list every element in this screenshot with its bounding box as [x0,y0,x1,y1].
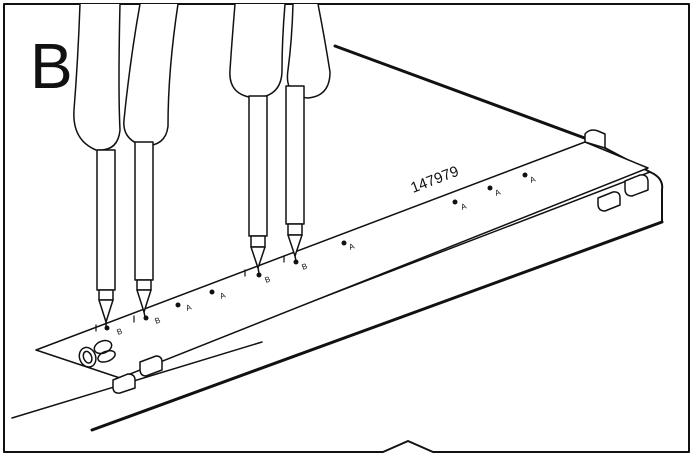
hole-marker-7: A [341,240,356,252]
svg-text:A: A [493,187,502,198]
pencil-marker-3 [229,3,286,274]
svg-text:A: A [184,302,193,313]
svg-text:A: A [528,174,537,185]
svg-text:A: A [347,241,356,252]
panel-frame [3,3,690,453]
svg-text:B: B [300,262,308,272]
hole-marker-8: A [452,199,468,212]
pencil-marker-2 [123,3,179,318]
pencil-marker-4 [285,3,331,262]
svg-text:B: B [153,316,161,326]
hole-marker-10: A [522,172,537,185]
svg-text:B: B [115,327,123,337]
back-edge-line [333,44,592,142]
alignment-mark [95,255,285,332]
svg-text:B: B [263,275,271,285]
template-size-label [78,339,116,368]
drilling-template [35,129,649,394]
hole-marker-5: B [256,272,272,285]
hole-marker-3: A [175,302,193,313]
hole-marker-9: A [487,185,502,198]
hole-marker-6: B [293,259,309,272]
step-letter: B [30,30,73,102]
svg-text:A: A [459,201,468,212]
svg-text:A: A [218,290,227,301]
pencil-marker-1 [73,3,121,328]
hole-marker-4: A [209,289,227,301]
